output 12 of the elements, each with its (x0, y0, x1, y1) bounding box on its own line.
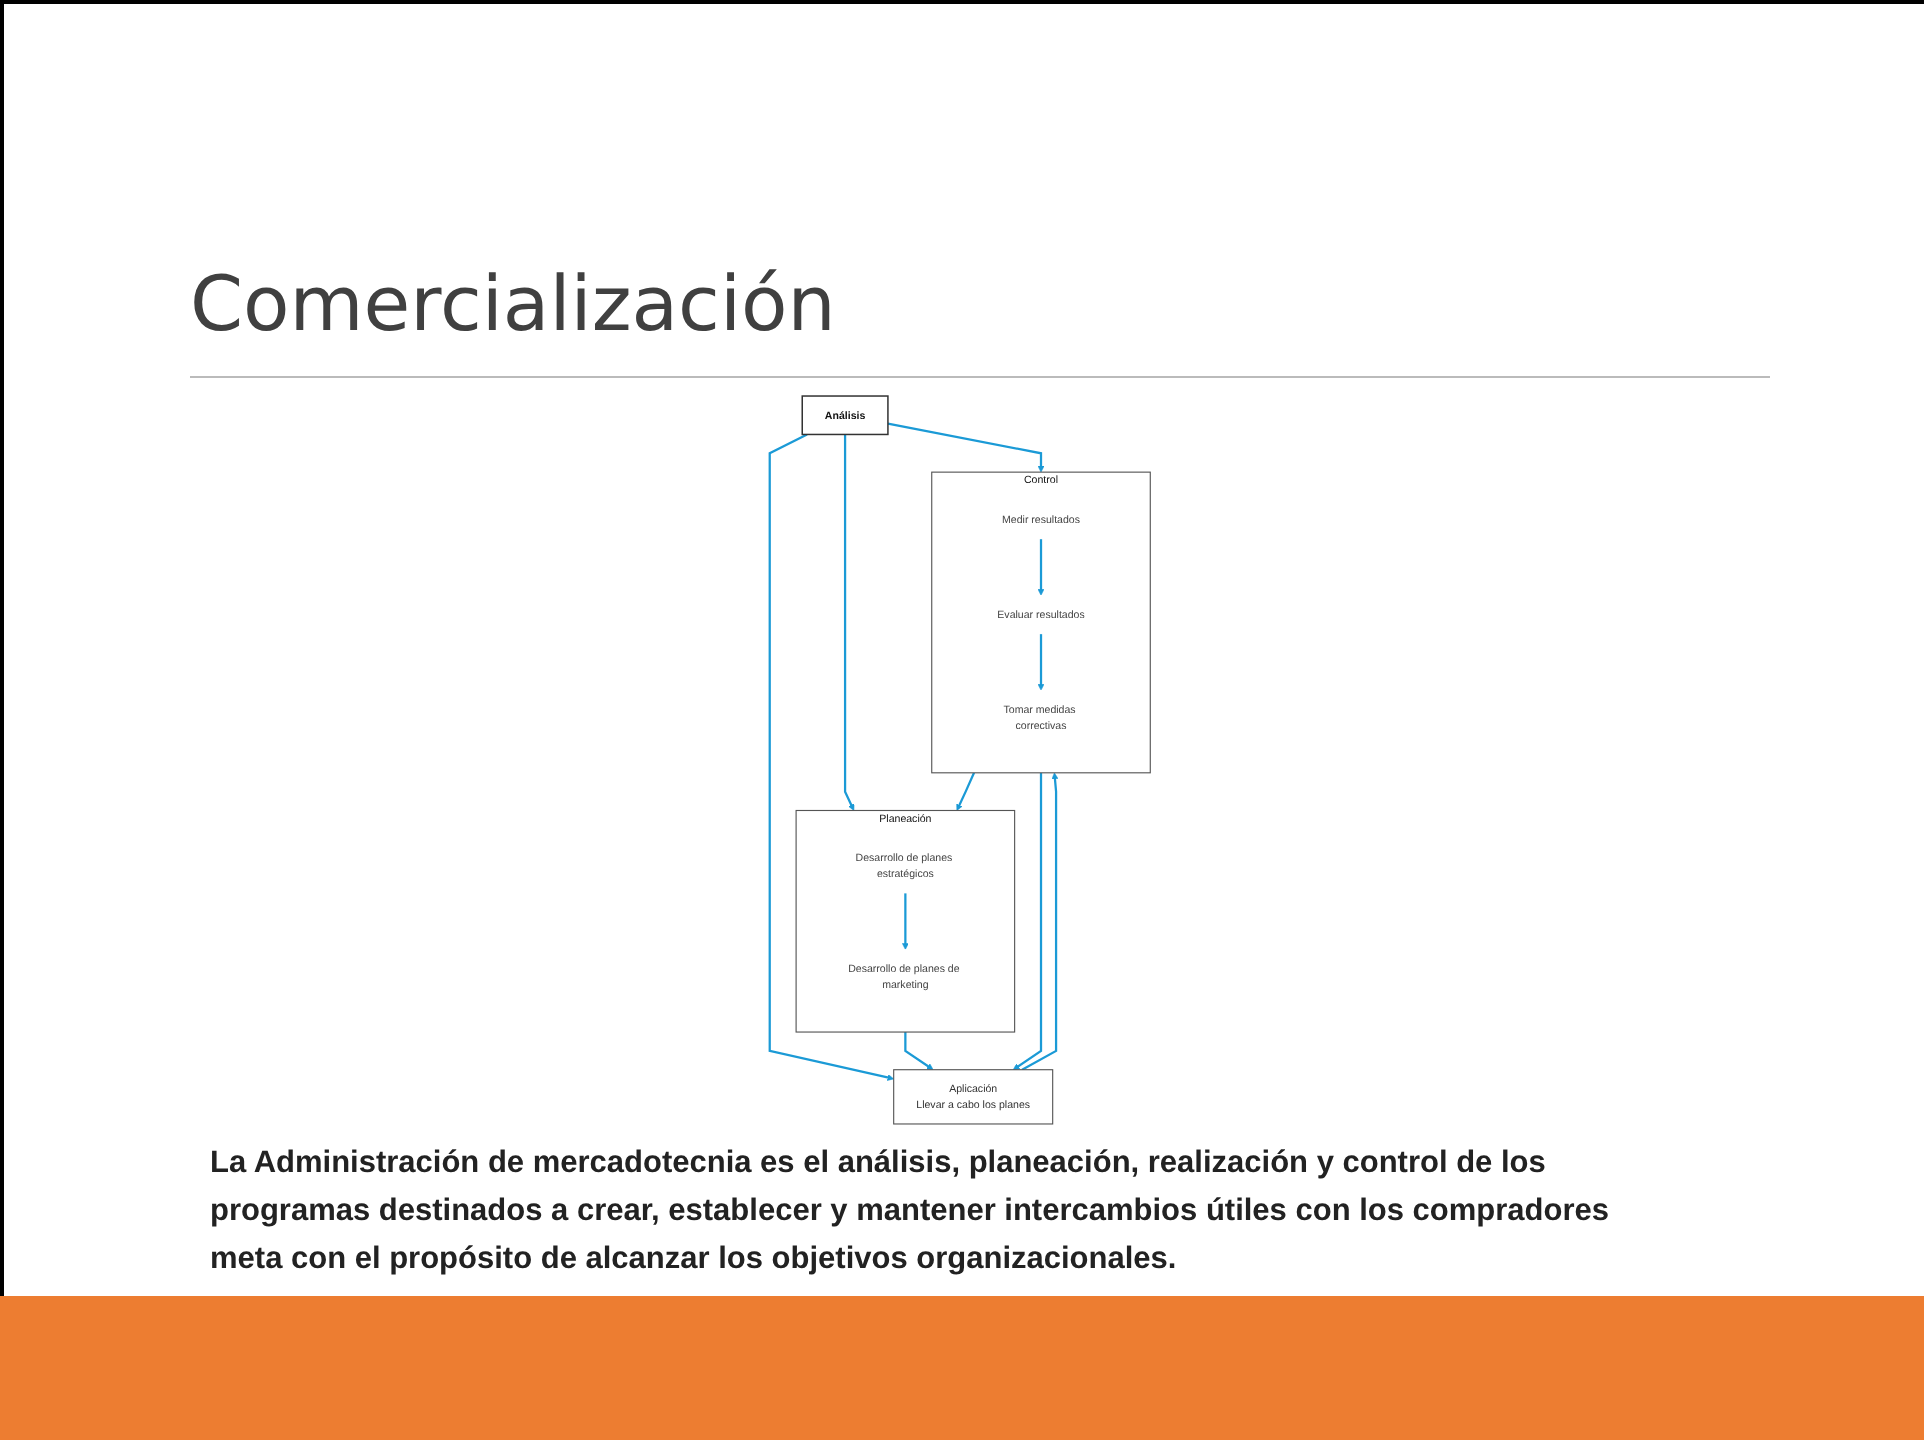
caption: La Administración de mercadotecnia es el análisis, planeación, realización y control de los programas destinados a crear, establecer y mantener intercambios útiles con los compradores meta con el propósito de alcanzar los objetivos organizacionales. (210, 1144, 1611, 1280)
arrow (956, 772, 976, 811)
arrow (768, 433, 894, 1081)
arrow (902, 893, 909, 950)
arrow (1021, 772, 1059, 1071)
arrow (904, 1032, 934, 1070)
arrow (1037, 633, 1045, 691)
slide-title: Comercialización (190, 260, 836, 348)
arrow (1037, 538, 1045, 596)
arrow (887, 422, 1045, 473)
arrow (843, 434, 855, 811)
arrow (1012, 772, 1043, 1070)
